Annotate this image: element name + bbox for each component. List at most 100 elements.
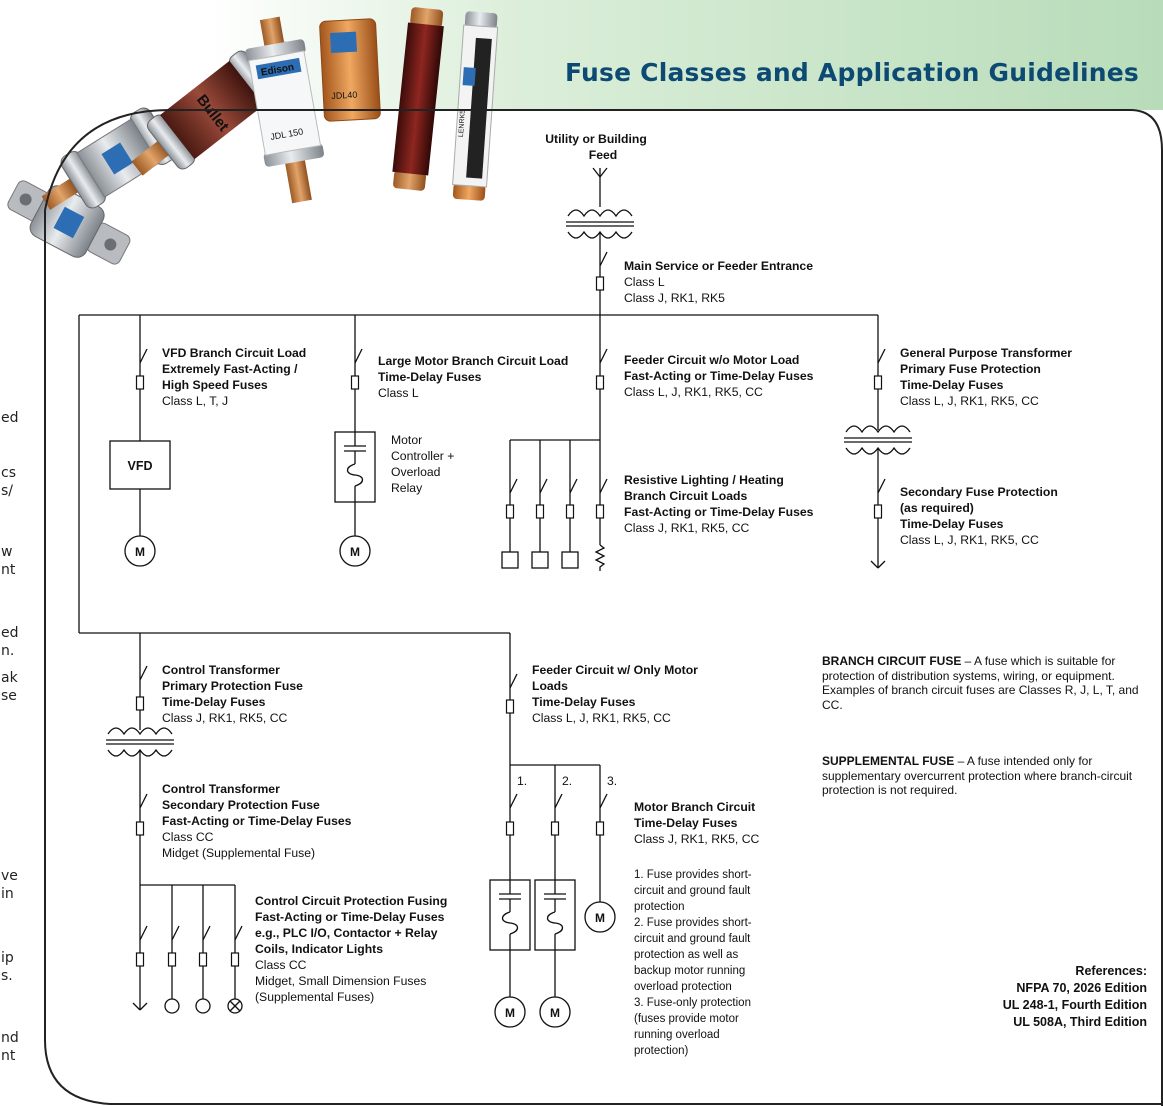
branch-def-term: BRANCH CIRCUIT FUSE (822, 654, 962, 668)
reference-item: UL 508A, Third Edition (1013, 1015, 1147, 1029)
jdl150-fuse-image: Edison JDL 150 (245, 16, 324, 204)
lenrk5-fuse-image: LENRK5 (452, 11, 499, 201)
feeder-motor-title-1: Feeder Circuit w/ Only Motor (532, 663, 698, 677)
control-primary-title-2: Primary Protection Fuse (162, 679, 303, 693)
motor-note-line: 3. Fuse-only protection (634, 997, 751, 1009)
fuse-jdl40-text: JDL40 (331, 90, 358, 101)
red-fuse-image (392, 7, 444, 191)
branch-def-text: – A fuse which is suitable for protectio… (822, 654, 1139, 712)
frame-border (44, 109, 1163, 1106)
control-secondary-title-1: Control Transformer (162, 782, 280, 796)
page-title: Fuse Classes and Application Guidelines (565, 58, 1139, 87)
motor-3-label: M (595, 911, 605, 925)
large-motor-title-2: Time-Delay Fuses (378, 370, 482, 384)
supplemental-definition: SUPPLEMENTAL FUSE – A fuse intended only… (822, 754, 1157, 798)
motor-note-line: protection (634, 901, 685, 913)
feeder-motor-class: Class L, J, RK1, RK5, CC (532, 711, 671, 725)
resistive-title-2: Branch Circuit Loads (624, 489, 747, 503)
motor-branches (489, 765, 616, 1028)
secondary-title-2: (as required) (900, 501, 974, 515)
vfd-branch-title-1: VFD Branch Circuit Load (162, 346, 306, 360)
motor-1-label: M (505, 1006, 515, 1020)
left-fragment: ed (1, 410, 19, 426)
left-fragment: n. (1, 643, 15, 659)
reference-item: NFPA 70, 2026 Edition (1016, 981, 1147, 995)
vfd-motor-symbol (124, 535, 156, 567)
motor-note-line: 1. Fuse provides short- (634, 869, 752, 881)
feeder-nomotor-class: Class L, J, RK1, RK5, CC (624, 385, 763, 399)
gp-title-2: Primary Fuse Protection (900, 362, 1041, 376)
large-motor-symbol (339, 535, 371, 567)
vfd-branch-title-3: High Speed Fuses (162, 378, 268, 392)
main-service-class-1: Class L (624, 275, 665, 289)
resistive-class: Class J, RK1, RK5, CC (624, 521, 749, 535)
left-fragment: ak (1, 670, 18, 686)
branch-number-3: 3. (607, 774, 617, 788)
left-fragment: s/ (1, 483, 14, 499)
control-circuit-class-1: Class CC (255, 958, 307, 972)
main-fuse-symbol (595, 276, 605, 291)
resistive-branches (501, 440, 608, 571)
secondary-title-3: Time-Delay Fuses (900, 517, 1004, 531)
branch-number-1: 1. (517, 774, 527, 788)
vfd-branch-class: Class L, T, J (162, 394, 228, 408)
reference-item: UL 248-1, Fourth Edition (1002, 998, 1147, 1012)
control-circuit-class-2: Midget, Small Dimension Fuses (255, 974, 426, 988)
control-circuit-title-4: Coils, Indicator Lights (255, 942, 383, 956)
motor-note-line: overload protection (634, 981, 732, 993)
motor-note-line: (fuses provide motor (634, 1013, 739, 1025)
controller-label-3: Overload (391, 465, 440, 479)
left-fragment: nt (1, 562, 16, 578)
fuse-lenrk5-text: LENRK5 (458, 110, 467, 138)
main-service-title: Main Service or Feeder Entrance (624, 259, 813, 273)
motor-controller-symbol (334, 431, 376, 503)
control-circuit-title-2: Fast-Acting or Time-Delay Fuses (255, 910, 445, 924)
vfd-box-label: VFD (128, 459, 153, 473)
supp-def-text: – A fuse intended only for supplementary… (822, 754, 1133, 797)
motor-branch-title-2: Time-Delay Fuses (634, 816, 738, 830)
utility-feed-label: Utility or Building (545, 132, 647, 146)
left-fragment: w (1, 544, 13, 560)
branch-circuit-definition: BRANCH CIRCUIT FUSE – A fuse which is su… (822, 654, 1157, 712)
left-fragment: cs (1, 465, 16, 481)
gp-title-3: Time-Delay Fuses (900, 378, 1004, 392)
gp-title-1: General Purpose Transformer (900, 346, 1072, 360)
vfd-motor-label: M (135, 545, 145, 559)
branch-number-2: 2. (562, 774, 572, 788)
left-fragment: ed (1, 625, 19, 641)
references-heading: References: (1075, 964, 1147, 978)
secondary-title-1: Secondary Fuse Protection (900, 485, 1058, 499)
left-fragment: se (1, 688, 17, 704)
fuse-product-photo: Bullet Edison JDL 150 JDL40 (7, 7, 499, 265)
left-fragment: nd (1, 1030, 19, 1046)
control-secondary-title-2: Secondary Protection Fuse (162, 798, 320, 812)
motor-branch-title-1: Motor Branch Circuit (634, 800, 755, 814)
large-motor-title-1: Large Motor Branch Circuit Load (378, 354, 568, 368)
motor-2-label: M (550, 1006, 560, 1020)
left-fragment: ve (1, 868, 18, 884)
control-primary-title-3: Time-Delay Fuses (162, 695, 266, 709)
motor-note-line: 2. Fuse provides short- (634, 917, 752, 929)
controller-label-2: Controller + (391, 449, 454, 463)
control-circuit-title-1: Control Circuit Protection Fusing (255, 894, 447, 908)
control-circuit-branches (132, 885, 243, 1014)
secondary-class: Class L, J, RK1, RK5, CC (900, 533, 1039, 547)
left-fragment: ip (1, 950, 14, 966)
large-motor-label: M (350, 545, 360, 559)
control-primary-class: Class J, RK1, RK5, CC (162, 711, 287, 725)
control-secondary-class-1: Class CC (162, 830, 214, 844)
controller-label-4: Relay (391, 481, 423, 495)
resistive-title-3: Fast-Acting or Time-Delay Fuses (624, 505, 814, 519)
control-circuit-class-3: (Supplemental Fuses) (255, 990, 374, 1004)
left-fragment: s. (1, 968, 13, 984)
gp-class: Class L, J, RK1, RK5, CC (900, 394, 1039, 408)
motor-note-line: backup motor running (634, 965, 745, 977)
vfd-branch-title-2: Extremely Fast-Acting / (162, 362, 298, 376)
motor-note-line: protection) (634, 1045, 689, 1057)
control-secondary-class-2: Midget (Supplemental Fuse) (162, 846, 315, 860)
motor-note-line: protection as well as (634, 949, 738, 961)
feeder-nomotor-title-2: Fast-Acting or Time-Delay Fuses (624, 369, 814, 383)
large-motor-class: Class L (378, 386, 419, 400)
